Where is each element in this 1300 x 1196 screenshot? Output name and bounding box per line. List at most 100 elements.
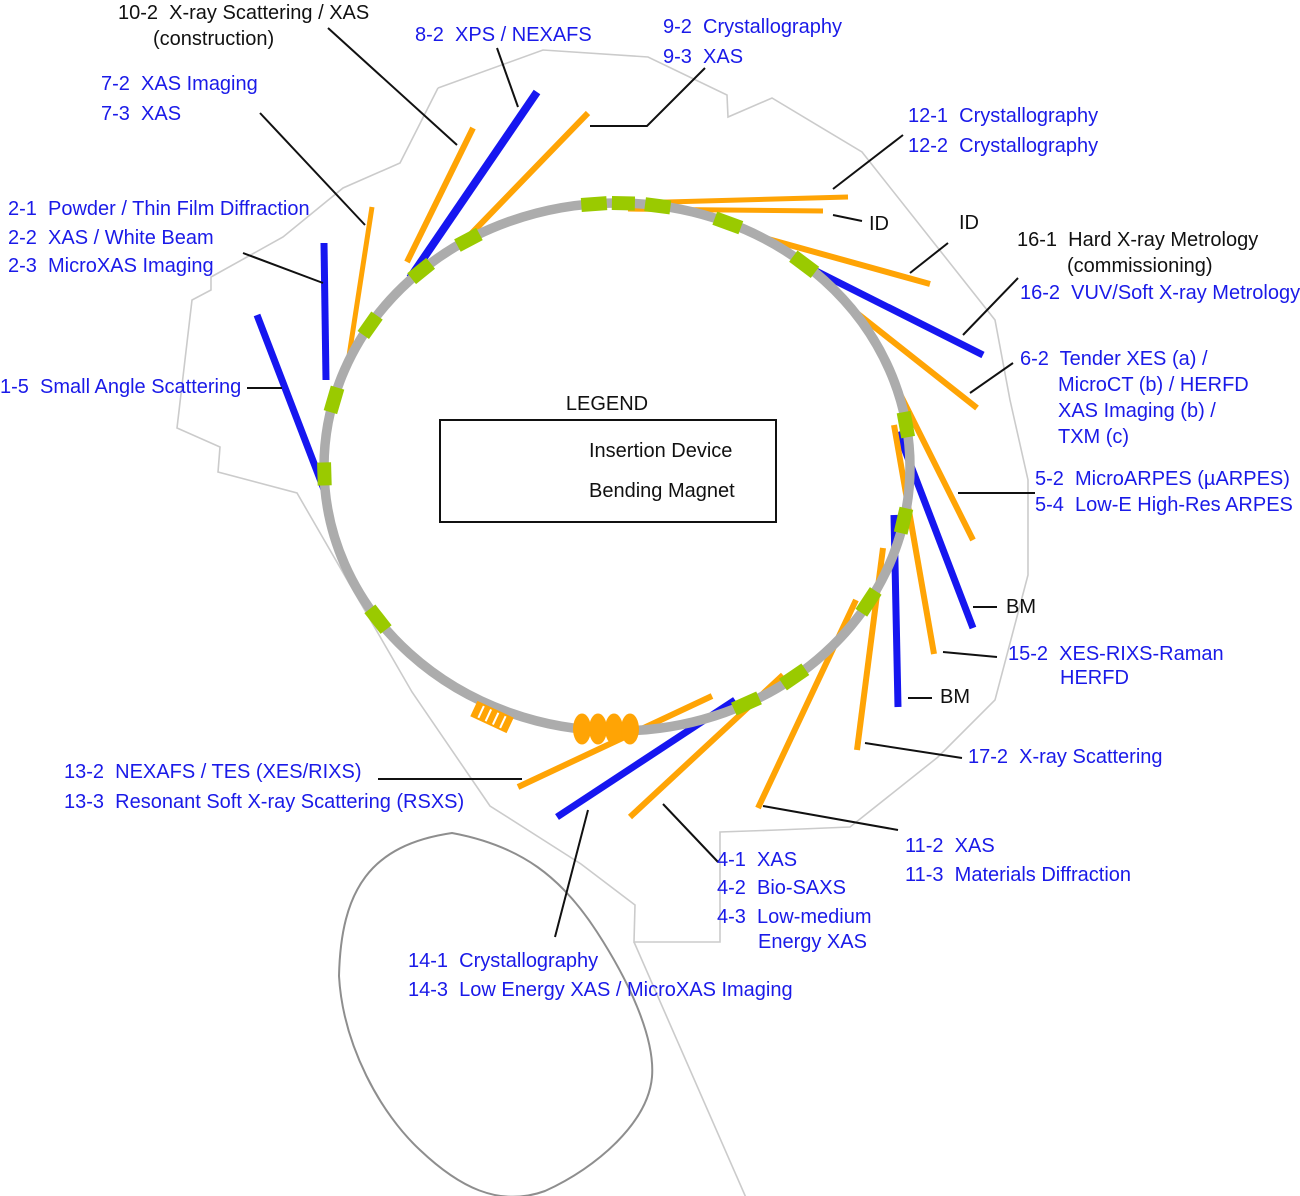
beamline-ray-8-2 <box>406 89 541 281</box>
label-bm-2: BM <box>940 686 970 708</box>
label-7-2: 7-2 XAS Imaging <box>101 73 258 95</box>
legend: Insertion Device Bending Magnet <box>439 419 777 523</box>
label-4-2: 4-2 Bio-SAXS <box>717 877 846 899</box>
leader-2 <box>242 252 324 284</box>
label-13-3: 13-3 Resonant Soft X-ray Scattering (RSX… <box>64 791 465 813</box>
label-14-1: 14-1 Crystallography <box>408 950 599 972</box>
label-14-3: 14-3 Low Energy XAS / MicroXAS Imaging <box>408 979 793 1001</box>
leader-12 <box>832 134 904 190</box>
green-segment <box>855 587 882 617</box>
label-10-2-line1: 10-2 X-ray Scattering / XAS <box>118 2 370 24</box>
label-6-2-line3: XAS Imaging (b) / <box>1058 400 1216 422</box>
wiggler-symbol <box>573 713 639 745</box>
leader-16-2 <box>962 277 1019 336</box>
kicker-hatch <box>499 715 507 729</box>
legend-label-insertion-device: Insertion Device <box>589 440 733 462</box>
label-13-2: 13-2 NEXAFS / TES (XES/RIXS) <box>64 761 362 783</box>
legend-label-bending-magnet: Bending Magnet <box>589 480 735 502</box>
green-segment <box>712 211 744 235</box>
label-id-2: ID <box>959 212 979 234</box>
leader-6-2 <box>969 362 1014 394</box>
label-16-1-line1: 16-1 Hard X-ray Metrology <box>1017 229 1259 251</box>
beamline-ray-15-2 <box>891 424 937 655</box>
beamline-ray-6-2 <box>851 307 979 411</box>
hall-outline-spur <box>633 941 747 1196</box>
label-11-2: 11-2 XAS <box>905 835 995 857</box>
bending-magnet-swatch <box>459 489 564 495</box>
green-segment <box>779 663 810 691</box>
leader-9 <box>590 67 706 127</box>
green-segment <box>644 197 672 215</box>
green-segment <box>789 250 820 278</box>
wiggler-pole <box>573 713 591 745</box>
label-7-3: 7-3 XAS <box>101 103 182 125</box>
green-segment <box>896 410 916 439</box>
green-segment <box>323 385 345 415</box>
green-segment <box>364 604 392 634</box>
hall-outline <box>176 49 1029 943</box>
leader-7 <box>259 112 366 226</box>
leader-11 <box>762 805 899 831</box>
label-6-2-line2: MicroCT (b) / HERFD <box>1058 374 1249 396</box>
label-4-1: 4-1 XAS <box>717 849 798 871</box>
label-4-3-line2: Energy XAS <box>758 931 867 953</box>
label-5-4: 5-4 Low-E High-Res ARPES <box>1035 494 1293 516</box>
label-6-2-line4: TXM (c) <box>1058 426 1130 448</box>
wiggler-pole <box>589 713 607 745</box>
label-2-3: 2-3 MicroXAS Imaging <box>8 255 214 277</box>
legend-rows: Insertion Device Bending Magnet <box>441 421 775 521</box>
leader-id-1 <box>832 214 863 222</box>
wiggler-pole <box>621 713 639 745</box>
label-9-2: 9-2 Crystallography <box>663 16 842 38</box>
leader-4 <box>662 803 719 863</box>
label-4-3-line1: 4-3 Low-medium <box>717 906 872 928</box>
leader-10-2 <box>327 27 458 146</box>
green-segment <box>454 227 483 252</box>
green-segment <box>317 462 332 486</box>
green-segment <box>893 506 914 535</box>
label-10-2-line2: (construction) <box>153 28 275 50</box>
label-1-5: 1-5 Small Angle Scattering <box>0 376 242 398</box>
beamline-ray-16-2 <box>808 264 985 359</box>
label-17-2: 17-2 X-ray Scattering <box>968 746 1163 768</box>
leader-id-2 <box>909 242 949 274</box>
label-9-3: 9-3 XAS <box>663 46 744 68</box>
label-6-2-line1: 6-2 Tender XES (a) / <box>1020 348 1208 370</box>
label-16-2: 16-2 VUV/Soft X-ray Metrology <box>1020 282 1300 304</box>
beamline-ray-2-1-2-2-2-3 <box>320 242 330 381</box>
label-bm-1: BM <box>1006 596 1036 618</box>
leader-15-2 <box>942 651 998 658</box>
label-12-1: 12-1 Crystallography <box>908 105 1099 127</box>
kicker-symbol <box>470 700 514 734</box>
label-16-1-line2: (commissioning) <box>1067 255 1213 277</box>
wiggler-pole <box>605 713 623 745</box>
leader-14 <box>554 809 589 938</box>
label-2-1: 2-1 Powder / Thin Film Diffraction <box>8 198 310 220</box>
kicker-hatch <box>491 712 500 726</box>
label-2-2: 2-2 XAS / White Beam <box>8 227 214 249</box>
label-11-3: 11-3 Materials Diffraction <box>905 864 1132 886</box>
beamline-ray-7-2-7-3 <box>346 206 375 357</box>
green-segment <box>580 196 608 212</box>
label-id-1: ID <box>869 213 889 235</box>
green-segment <box>357 311 383 340</box>
booster-outline <box>337 831 654 1196</box>
legend-title: LEGEND <box>565 393 649 415</box>
label-8-2: 8-2 XPS / NEXAFS <box>415 24 592 46</box>
beamline-ray-1-5 <box>253 313 329 494</box>
green-segment <box>407 257 436 285</box>
insertion-device-swatch <box>459 449 564 455</box>
beamline-ray-10-2 <box>404 126 476 264</box>
beamline-ray-9-2-9-3 <box>467 110 591 238</box>
leader-8-2 <box>496 47 519 108</box>
label-5-2: 5-2 MicroARPES (µARPES) <box>1035 468 1290 490</box>
beamline-ray-16-1 <box>756 233 931 287</box>
label-12-2: 12-2 Crystallography <box>908 135 1099 157</box>
label-15-2-line1: 15-2 XES-RIXS-Raman <box>1008 643 1224 665</box>
leader-17-2 <box>864 742 963 759</box>
kicker-body <box>470 700 514 734</box>
green-segment <box>730 691 762 716</box>
label-15-2-line2: HERFD <box>1060 667 1129 689</box>
